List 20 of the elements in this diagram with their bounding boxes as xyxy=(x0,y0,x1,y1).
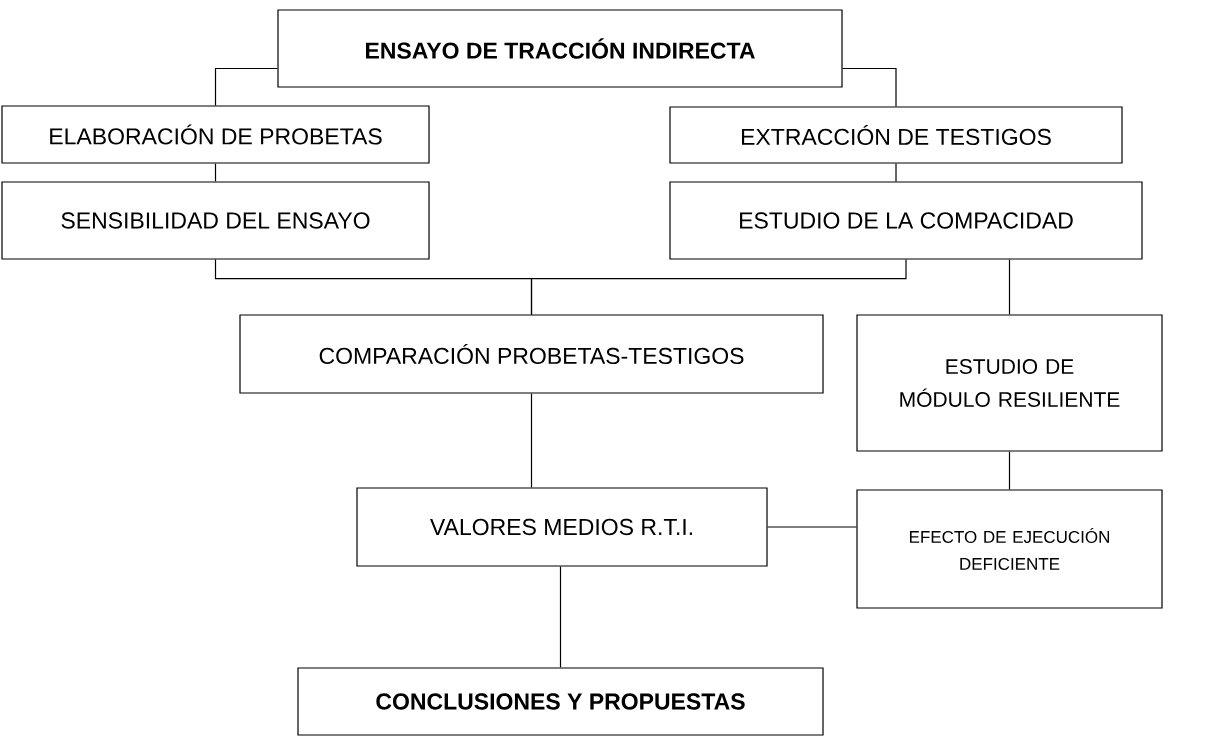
process-box: ENSAYO DE TRACCIÓN INDIRECTA xyxy=(277,9,843,88)
connector-line xyxy=(842,67,897,107)
connector-line xyxy=(895,163,897,182)
connector-line xyxy=(767,526,857,528)
process-box: EXTRACCIÓN DE TESTIGOS xyxy=(669,106,1123,164)
connector-line xyxy=(530,393,533,488)
connector-line xyxy=(214,163,217,182)
process-box: EFECTO DE EJECUCIÓN DEFICIENTE xyxy=(856,489,1163,609)
connector-line xyxy=(1008,259,1011,315)
process-box: ELABORACIÓN DE PROBETAS xyxy=(1,105,430,164)
process-box: ESTUDIO DE MÓDULO RESILIENTE xyxy=(856,314,1163,452)
process-box: SENSIBILIDAD DEL ENSAYO xyxy=(1,181,430,260)
connector-line xyxy=(530,259,907,315)
process-box: VALORES MEDIOS R.T.I. xyxy=(356,487,768,567)
connector-line xyxy=(214,67,278,106)
process-box: COMPARACIÓN PROBETAS-TESTIGOS xyxy=(239,314,824,394)
connector-line xyxy=(1008,451,1011,490)
process-box: CONCLUSIONES Y PROPUESTAS xyxy=(297,667,824,736)
process-box: ESTUDIO DE LA COMPACIDAD xyxy=(669,181,1143,260)
connector-line xyxy=(559,566,562,668)
